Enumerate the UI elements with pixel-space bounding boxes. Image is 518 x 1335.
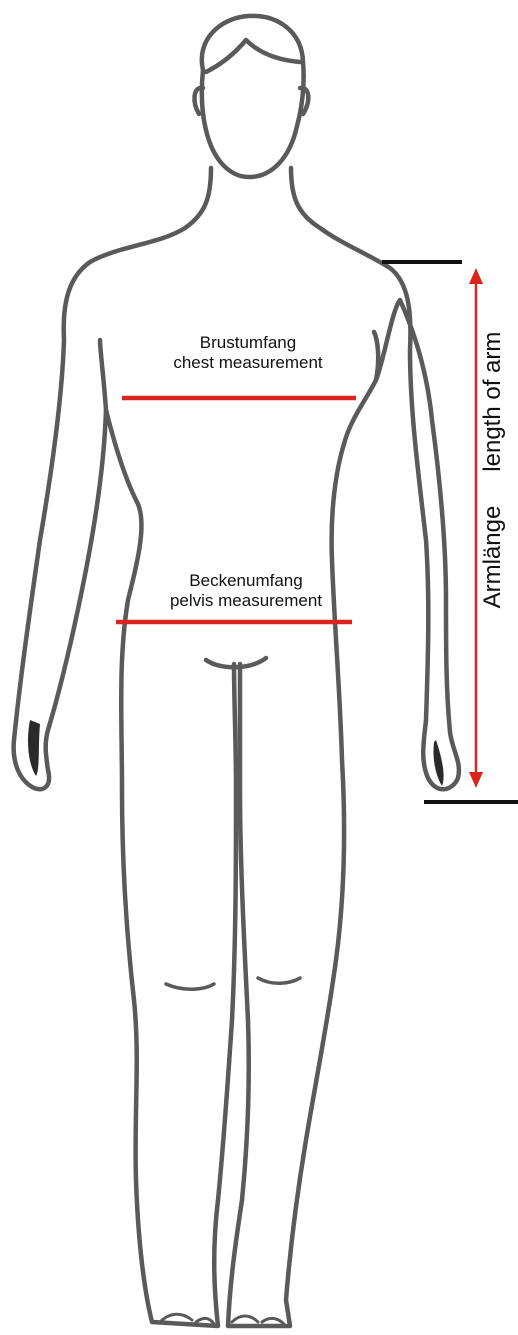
arm-label-de: Armlänge [479, 506, 506, 609]
chest-label-de: Brustumfang [118, 333, 378, 353]
right-hand-shadow [433, 740, 443, 786]
head-outline [202, 16, 304, 177]
pelvis-label-de: Beckenumfang [116, 571, 376, 591]
chest-label: Brustumfang chest measurement [118, 333, 378, 373]
left-inner-arm [100, 340, 106, 410]
hair-line [206, 40, 300, 72]
chest-label-en: chest measurement [118, 353, 378, 373]
left-knee [166, 984, 214, 989]
right-knee [258, 978, 300, 983]
right-toes [232, 1316, 284, 1324]
arm-length-label: Armlänge length of arm [478, 290, 508, 650]
pelvis-label: Beckenumfang pelvis measurement [116, 571, 376, 611]
pelvis-label-en: pelvis measurement [116, 591, 376, 611]
left-hand-shadow [28, 720, 40, 776]
arm-label-en: length of arm [479, 332, 506, 472]
crotch-line [206, 658, 266, 667]
